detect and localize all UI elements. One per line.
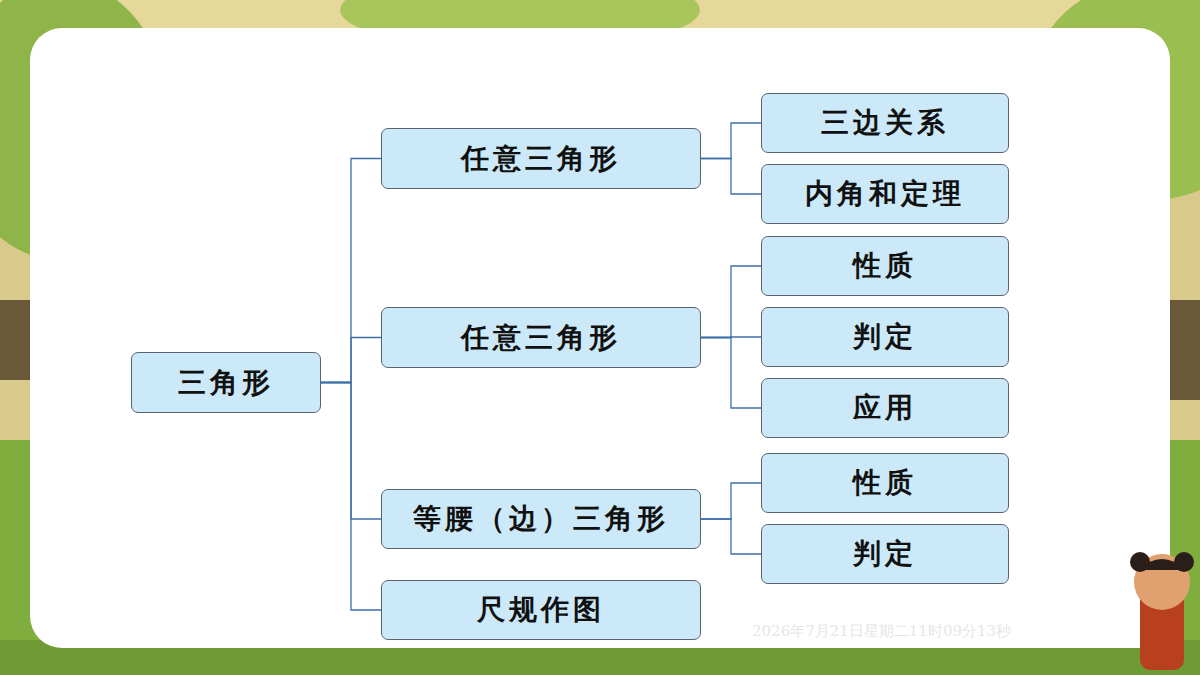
- tree-connector: [701, 336, 761, 338]
- tree-connector: [701, 483, 761, 519]
- cartoon-character: [1130, 552, 1194, 670]
- node-label: 性质: [853, 464, 917, 502]
- content-panel: [30, 28, 1170, 648]
- character-hair: [1138, 559, 1186, 570]
- topic-box: 三边关系: [761, 93, 1009, 153]
- tree-connector: [321, 338, 381, 383]
- topic-box: 性质: [761, 236, 1009, 296]
- topic-box: 任意三角形: [381, 307, 701, 368]
- tree-connector: [701, 159, 761, 195]
- node-label: 任意三角形: [461, 140, 621, 178]
- topic-box: 判定: [761, 524, 1009, 584]
- node-label: 性质: [853, 247, 917, 285]
- node-label: 判定: [853, 535, 917, 573]
- tree-connector: [321, 383, 381, 520]
- topic-box: 尺规作图: [381, 580, 701, 640]
- topic-box: 应用: [761, 378, 1009, 438]
- topic-box: 内角和定理: [761, 164, 1009, 224]
- node-label: 三角形: [178, 364, 274, 402]
- root-box: 三角形: [131, 352, 321, 413]
- topic-box: 判定: [761, 307, 1009, 367]
- node-label: 内角和定理: [805, 175, 965, 213]
- node-label: 三边关系: [821, 104, 949, 142]
- tree-connector: [701, 519, 761, 554]
- topic-box: 等腰（边）三角形: [381, 489, 701, 549]
- node-label: 任意三角形: [461, 319, 621, 357]
- topic-box: 性质: [761, 453, 1009, 513]
- node-label: 尺规作图: [477, 591, 605, 629]
- tree-connector: [701, 123, 761, 159]
- tree-connector: [321, 159, 381, 383]
- topic-box: 任意三角形: [381, 128, 701, 189]
- node-label: 等腰（边）三角形: [413, 500, 669, 538]
- tree-connector: [701, 338, 761, 409]
- timestamp-watermark: 2026年7月21日星期二11时09分13秒: [752, 622, 1011, 641]
- tree-connector: [321, 383, 381, 611]
- node-label: 判定: [853, 318, 917, 356]
- tree-connector: [701, 266, 761, 338]
- node-label: 应用: [853, 389, 917, 427]
